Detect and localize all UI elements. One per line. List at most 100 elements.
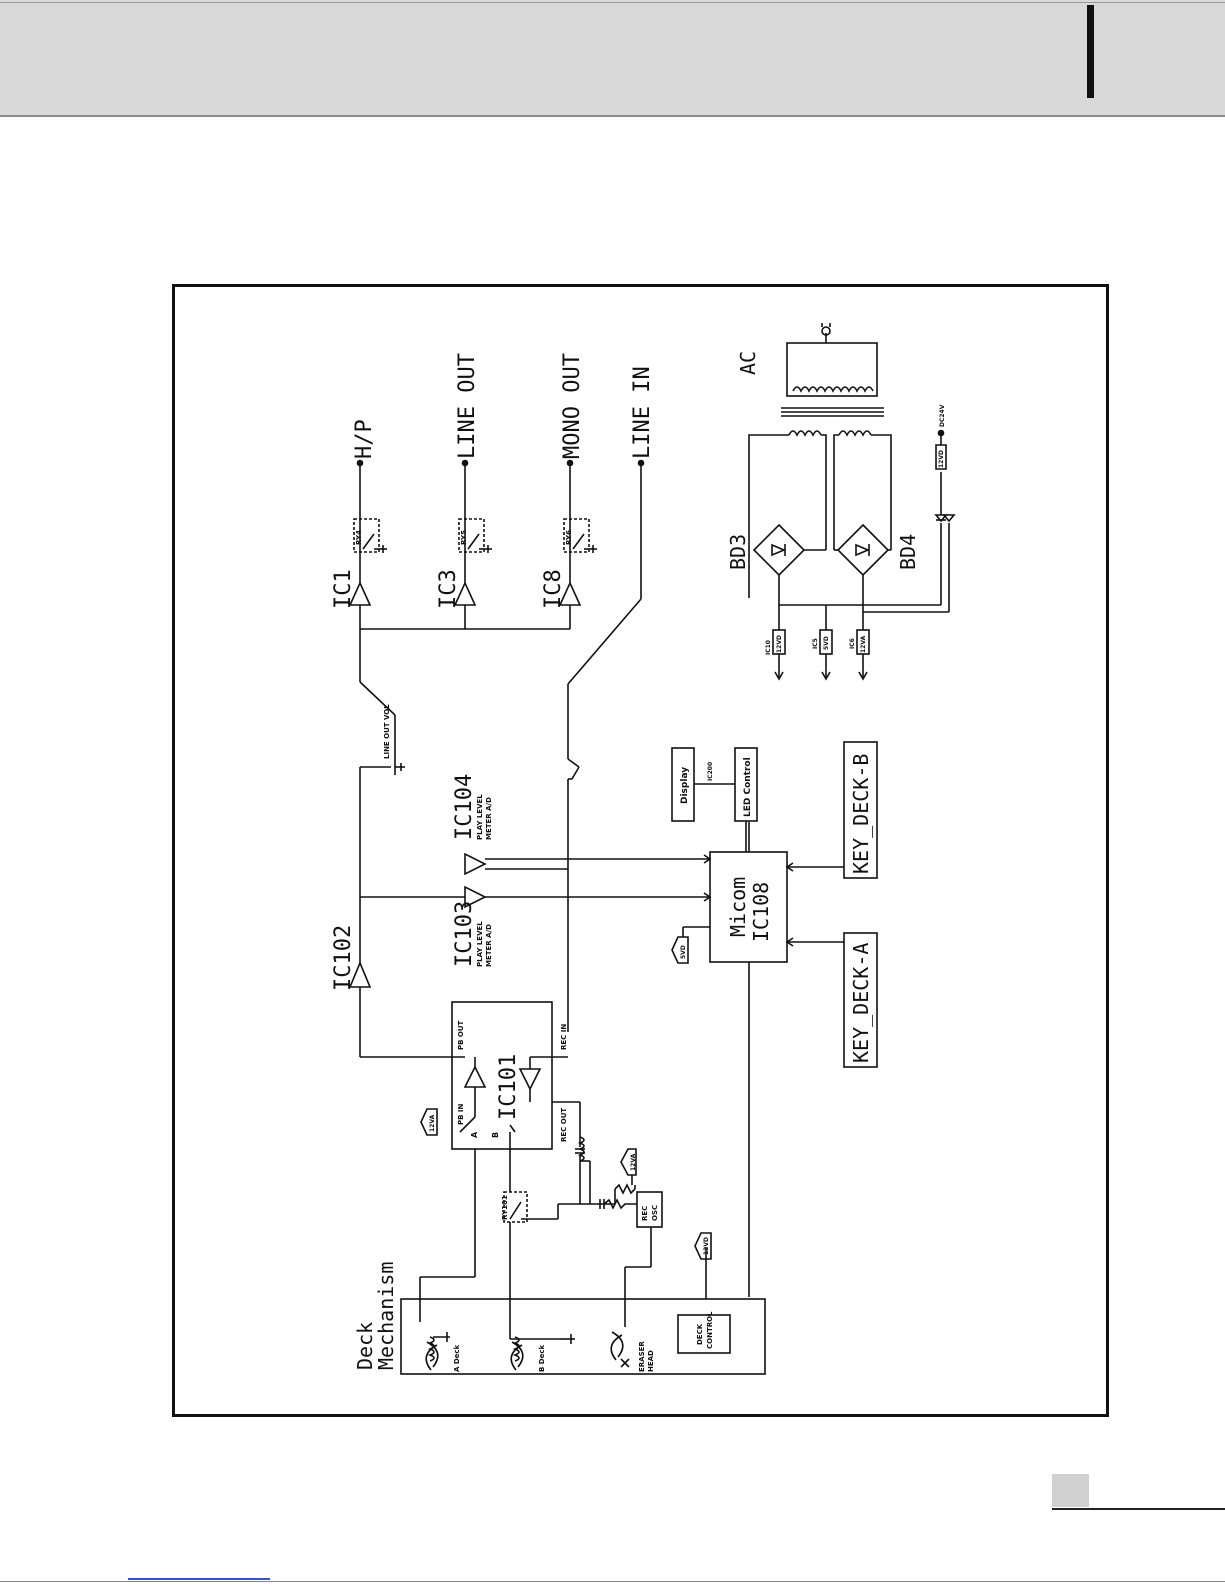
label-ic10-val: 12VD — [776, 635, 783, 653]
label-mono-out: MONO OUT — [560, 353, 585, 459]
label-ic5-val: 5VD — [823, 636, 830, 650]
label-ic5: IC5 — [812, 638, 819, 649]
label-deck-title-1: Deck — [353, 1322, 377, 1370]
ic101-block — [451, 1001, 568, 1150]
label-ic8: IC8 — [541, 569, 566, 609]
label-ic1: IC1 — [331, 569, 356, 609]
ic103-amp — [464, 885, 710, 909]
b-deck-head — [510, 1334, 575, 1371]
bd4-bridge — [834, 523, 891, 612]
block-diagram: H/P LINE OUT MONO OUT LINE IN IC1 IC3 IC… — [331, 323, 956, 1375]
ac-plug — [786, 323, 878, 397]
ry4-relay — [353, 459, 387, 553]
label-supply-12va-ic101: 12VA — [429, 1114, 436, 1132]
ry5-relay — [458, 459, 492, 553]
footer-divider — [0, 1581, 1225, 1582]
ic102-chain — [348, 767, 465, 1058]
block-diagram-frame: H/P LINE OUT MONO OUT LINE IN IC1 IC3 IC… — [172, 284, 1109, 1417]
page-number-underline — [1052, 1508, 1225, 1510]
line-out-vol-pot — [360, 759, 405, 775]
footer-link-underline[interactable] — [128, 1578, 270, 1580]
label-ic104: IC104 — [452, 774, 477, 840]
label-eraser-1: ERASER — [638, 1341, 646, 1372]
transformer-core — [781, 407, 884, 417]
header-band — [0, 0, 1225, 116]
key-deck-a-box — [843, 932, 878, 1068]
regulator-ic6 — [856, 612, 870, 681]
ic8-amp — [558, 552, 582, 629]
label-supply-5vd: 5VD — [680, 945, 687, 959]
label-ry5: RY5 — [460, 530, 468, 545]
label-supply-12vd: 12VD — [703, 1237, 710, 1255]
label-ry4: RY4 — [355, 530, 363, 545]
label-rec-osc-1: REC — [641, 1206, 649, 1221]
label-rec-out: REC OUT — [560, 1108, 568, 1142]
a-deck-path — [419, 1149, 476, 1322]
ic1-amp — [348, 552, 372, 629]
a-deck-head — [425, 1332, 450, 1371]
label-line-out-vol: LINE OUT VOL — [383, 704, 391, 759]
label-ic103: IC103 — [452, 901, 477, 967]
label-supply-12va-osc: 12VA — [630, 1153, 637, 1171]
rec-osc-network — [552, 1101, 663, 1327]
label-ic101: IC101 — [496, 1054, 521, 1120]
label-ic103-desc1: PLAY LEVEL — [476, 921, 484, 967]
label-ic102: IC102 — [331, 925, 356, 991]
header-accent-bar — [1087, 5, 1094, 98]
label-rec-osc-2: OSC — [651, 1205, 659, 1221]
label-eraser-2: HEAD — [647, 1350, 655, 1372]
label-ic108: IC108 — [749, 882, 773, 942]
ic3-amp — [453, 552, 477, 629]
micom-ic108 — [682, 822, 844, 1297]
label-ry6: RY6 — [565, 530, 573, 545]
transformer-secondary-1 — [748, 430, 827, 598]
page-number-box — [1052, 1474, 1089, 1507]
label-deck-title-2: Mechanism — [374, 1262, 398, 1370]
regulator-ic5 — [819, 605, 833, 681]
label-bd3: BD3 — [726, 534, 750, 570]
label-ic103-desc2: METER A/D — [485, 924, 493, 967]
supply-tag-12va-ic101 — [420, 1108, 438, 1136]
label-ic104-desc2: METER A/D — [485, 797, 493, 840]
header-bottom-divider — [0, 115, 1225, 117]
led-control-box — [734, 747, 758, 852]
label-micom: Micom — [726, 877, 750, 937]
eraser-head — [610, 1331, 630, 1368]
label-deck-control-2: CONTROL — [706, 1311, 714, 1349]
label-led-control: LED Control — [743, 757, 753, 817]
label-rec-in: REC IN — [560, 1024, 568, 1050]
regulator-ic10 — [772, 605, 786, 681]
dc-rail — [779, 429, 956, 613]
label-deck-control-1: DECK — [696, 1323, 704, 1345]
diagram-labels: H/P LINE OUT MONO OUT LINE IN IC1 IC3 IC… — [331, 351, 946, 1372]
label-dc24v: DC24V — [939, 404, 946, 427]
label-b-deck: B Deck — [538, 1345, 546, 1372]
label-ic3: IC3 — [436, 569, 461, 609]
label-hp: H/P — [352, 419, 377, 459]
label-line-out: LINE OUT — [455, 353, 480, 459]
ic104-amp — [464, 852, 710, 876]
label-line-in: LINE IN — [630, 366, 655, 459]
key-deck-b-box — [843, 741, 878, 879]
label-bd4: BD4 — [896, 534, 920, 570]
label-pb-in: PB IN — [457, 1103, 465, 1125]
bd3-bridge — [752, 523, 826, 605]
transformer-secondary-2 — [833, 430, 892, 550]
label-ic6: IC6 — [849, 638, 856, 649]
label-reg-12vd: 12VD — [938, 450, 945, 468]
label-ry101: RY101 — [501, 1195, 509, 1220]
label-display: Display — [680, 767, 690, 804]
label-ic104-desc1: PLAY LEVEL — [476, 794, 484, 840]
b-deck-path — [509, 1124, 560, 1340]
ry6-relay — [563, 459, 597, 553]
label-key-deck-a: KEY_DECK-A — [849, 943, 873, 1063]
label-ic6-val: 12VA — [860, 635, 867, 653]
label-a-deck: A Deck — [453, 1344, 461, 1372]
label-pin-b: B — [491, 1132, 500, 1138]
header-top-divider — [0, 2, 1225, 3]
label-key-deck-b: KEY_DECK-B — [849, 754, 873, 874]
label-pin-a: A — [470, 1131, 479, 1138]
label-ac: AC — [736, 351, 760, 375]
label-pb-out: PB OUT — [457, 1020, 465, 1050]
supply-tag-5vd — [671, 936, 689, 964]
